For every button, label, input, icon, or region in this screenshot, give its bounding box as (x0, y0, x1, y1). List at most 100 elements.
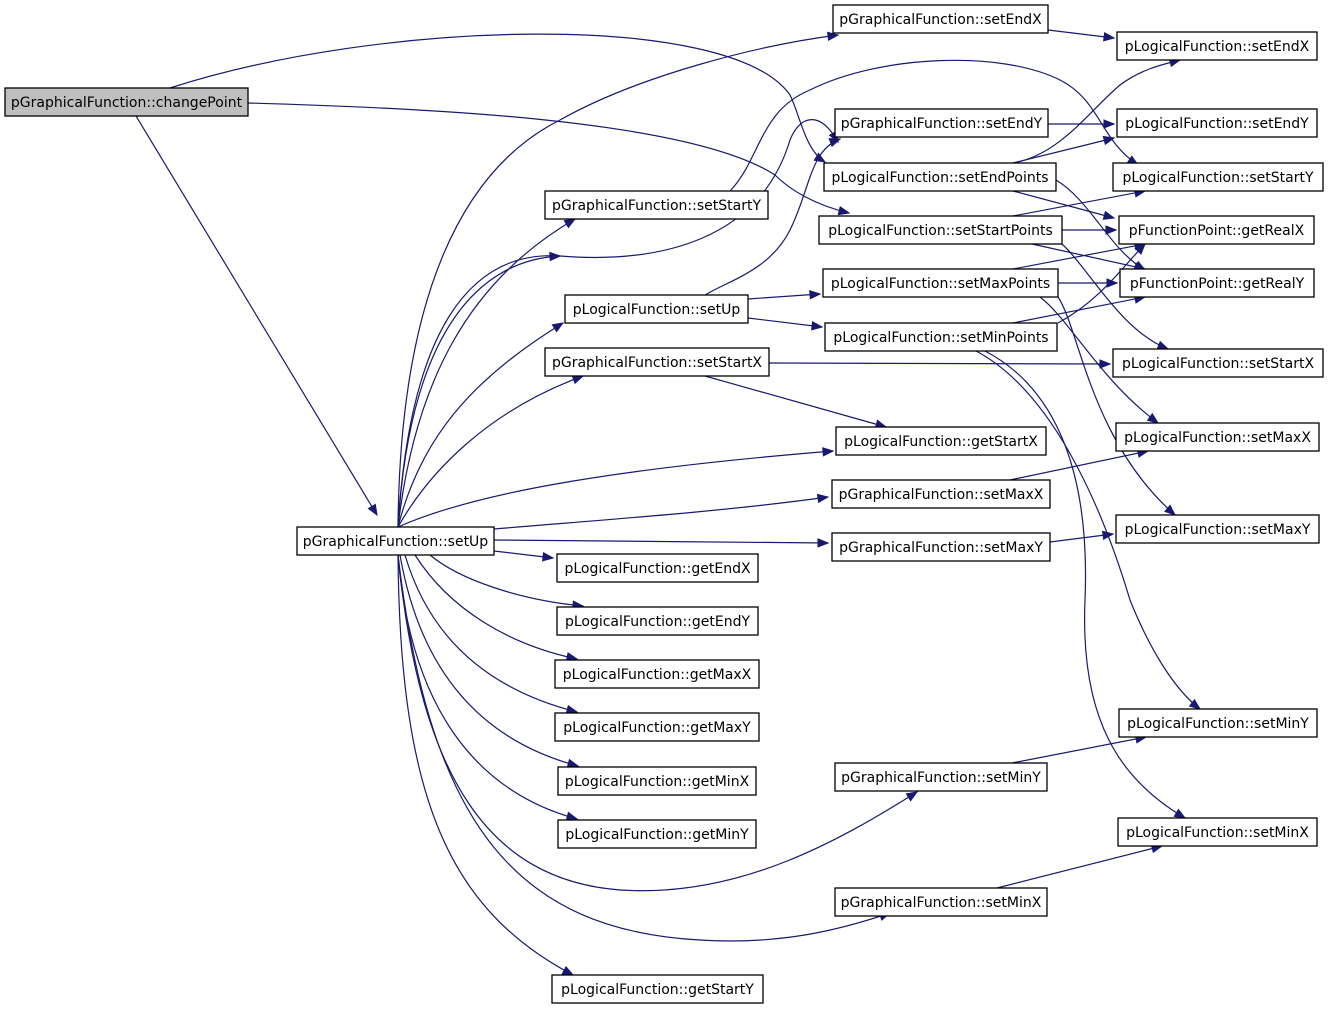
node-box (818, 215, 1063, 245)
node-gSetUp[interactable]: pGraphicalFunction::setUp (296, 526, 495, 556)
node-box (556, 553, 759, 583)
node-box (1118, 215, 1315, 245)
arrowhead-icon (809, 289, 822, 300)
node-lSetMinY[interactable]: pLogicalFunction::setMinY (1118, 708, 1318, 738)
node-gSetStartY[interactable]: pGraphicalFunction::setStartY (544, 190, 769, 220)
edge-line (493, 496, 829, 530)
edge-line (397, 322, 564, 528)
node-box (4, 87, 249, 117)
node-label: pLogicalFunction::setMinY (1127, 716, 1309, 732)
edge-lSetMinPoints-to-lSetMinY (975, 350, 1202, 710)
node-label: pLogicalFunction::setEndY (1125, 116, 1309, 132)
arrowhead-icon (542, 552, 555, 562)
edge-gSetStartX-to-lSetStartX (768, 359, 1112, 369)
arrowhead-icon (565, 811, 579, 821)
node-label: pLogicalFunction::setMaxX (1124, 430, 1311, 446)
node-lGetMinY[interactable]: pLogicalFunction::getMinY (557, 819, 757, 849)
node-lGetStartY[interactable]: pLogicalFunction::getStartY (551, 974, 764, 1004)
arrowhead-icon (566, 758, 580, 768)
node-box (834, 108, 1049, 138)
edge-lSetMinPoints-to-lSetMinX (984, 350, 1187, 819)
arrowhead-icon (561, 965, 575, 976)
node-gSetMinY[interactable]: pGraphicalFunction::setMinY (834, 762, 1048, 792)
node-lGetStartX[interactable]: pLogicalFunction::getStartX (835, 426, 1047, 456)
node-lSetMaxX[interactable]: pLogicalFunction::setMaxX (1115, 422, 1320, 452)
edge-line (1012, 190, 1146, 217)
node-box (564, 294, 749, 324)
edge-gSetStartX-to-lGetStartX (704, 375, 888, 429)
edge-line (1011, 736, 1147, 764)
edge-line (399, 554, 579, 767)
node-lSetMaxPoints[interactable]: pLogicalFunction::setMaxPoints (822, 268, 1059, 298)
edge-line (729, 59, 1139, 192)
arrowhead-icon (816, 493, 830, 504)
arrowhead-icon (563, 218, 577, 229)
node-gSetMaxY[interactable]: pGraphicalFunction::setMaxY (831, 532, 1051, 562)
node-label: pGraphicalFunction::setMaxY (839, 540, 1043, 556)
edge-line (397, 34, 839, 528)
node-gSetEndY[interactable]: pGraphicalFunction::setEndY (834, 108, 1049, 138)
arrowhead-icon (549, 251, 562, 262)
node-lGetEndX[interactable]: pLogicalFunction::getEndX (556, 553, 759, 583)
edge-line (1012, 243, 1146, 270)
node-lSetEndX[interactable]: pLogicalFunction::setEndX (1116, 31, 1318, 61)
node-label: pGraphicalFunction::setStartX (552, 355, 762, 371)
node-label: pGraphicalFunction::setMinX (841, 895, 1042, 911)
node-label: pGraphicalFunction::setMaxX (839, 487, 1044, 503)
node-lGetEndY[interactable]: pLogicalFunction::getEndY (556, 606, 759, 636)
arrowhead-icon (1146, 412, 1160, 424)
edge-line (397, 255, 561, 528)
node-lSetMaxY[interactable]: pLogicalFunction::setMaxY (1115, 514, 1320, 544)
node-lSetEndPoints[interactable]: pLogicalFunction::setEndPoints (823, 162, 1057, 192)
edge-lSetUp-to-gSetEndY (704, 138, 842, 296)
edge-gSetUp-to-lSetUp (397, 322, 565, 528)
node-gSetStartX[interactable]: pGraphicalFunction::setStartX (544, 347, 770, 377)
node-gSetEndX[interactable]: pGraphicalFunction::setEndX (832, 4, 1049, 34)
edge-gSetUp-to-lGetMaxY (404, 554, 579, 714)
node-label: pLogicalFunction::setUp (573, 302, 741, 318)
node-box (1112, 348, 1324, 378)
node-lSetEndY[interactable]: pLogicalFunction::setEndY (1116, 108, 1318, 138)
node-box (554, 659, 760, 689)
arrowhead-icon (1105, 225, 1118, 235)
node-box (1112, 162, 1324, 192)
arrowhead-icon (827, 31, 840, 41)
node-gSetMinX[interactable]: pGraphicalFunction::setMinX (834, 887, 1048, 917)
edge-gSetMaxY-to-lSetMaxY (1049, 530, 1115, 543)
node-lSetMinX[interactable]: pLogicalFunction::setMinX (1117, 817, 1318, 847)
node-label: pLogicalFunction::getMinY (565, 827, 749, 843)
node-box (1116, 108, 1318, 138)
node-label: pLogicalFunction::setMaxY (1125, 522, 1311, 538)
node-label: pGraphicalFunction::setMinY (841, 770, 1041, 786)
node-lSetUp[interactable]: pLogicalFunction::setUp (564, 294, 749, 324)
node-lGetMinX[interactable]: pLogicalFunction::getMinX (557, 766, 757, 796)
edge-gSetUp-to-lGetStartY (397, 554, 575, 976)
node-label: pLogicalFunction::getStartX (844, 434, 1038, 450)
node-label: pLogicalFunction::setStartPoints (828, 223, 1053, 239)
node-lGetMaxY[interactable]: pLogicalFunction::getMaxY (554, 712, 760, 742)
node-lSetMinPoints[interactable]: pLogicalFunction::setMinPoints (824, 322, 1058, 352)
arrowhead-icon (1102, 135, 1116, 146)
node-lSetStartY[interactable]: pLogicalFunction::setStartY (1112, 162, 1324, 192)
node-fpGetRealX[interactable]: pFunctionPoint::getRealX (1118, 215, 1315, 245)
node-lSetStartX[interactable]: pLogicalFunction::setStartX (1112, 348, 1324, 378)
arrowhead-icon (1102, 210, 1116, 220)
edge-line (1061, 243, 1169, 350)
node-label: pLogicalFunction::setMinPoints (833, 330, 1048, 346)
node-layer: pGraphicalFunction::changePointpGraphica… (4, 4, 1324, 1004)
edge-gSetEndX-to-lSetEndX (1047, 29, 1116, 42)
edge-line (1049, 533, 1114, 543)
node-box (1115, 422, 1320, 452)
edge-gSetUp-to-lSetStartPoints (397, 251, 562, 528)
node-changePoint[interactable]: pGraphicalFunction::changePoint (4, 87, 249, 117)
node-gSetMaxX[interactable]: pGraphicalFunction::setMaxX (831, 479, 1051, 509)
edge-line (397, 375, 584, 528)
edge-layer (135, 29, 1202, 976)
node-lGetMaxX[interactable]: pLogicalFunction::getMaxX (554, 659, 760, 689)
edge-line (768, 362, 1111, 365)
edge-line (747, 317, 823, 328)
node-box (557, 819, 757, 849)
node-lSetStartPoints[interactable]: pLogicalFunction::setStartPoints (818, 215, 1063, 245)
edge-changePoint-to-lSetEndPoints (169, 33, 827, 163)
node-fpGetRealY[interactable]: pFunctionPoint::getRealY (1119, 268, 1315, 298)
